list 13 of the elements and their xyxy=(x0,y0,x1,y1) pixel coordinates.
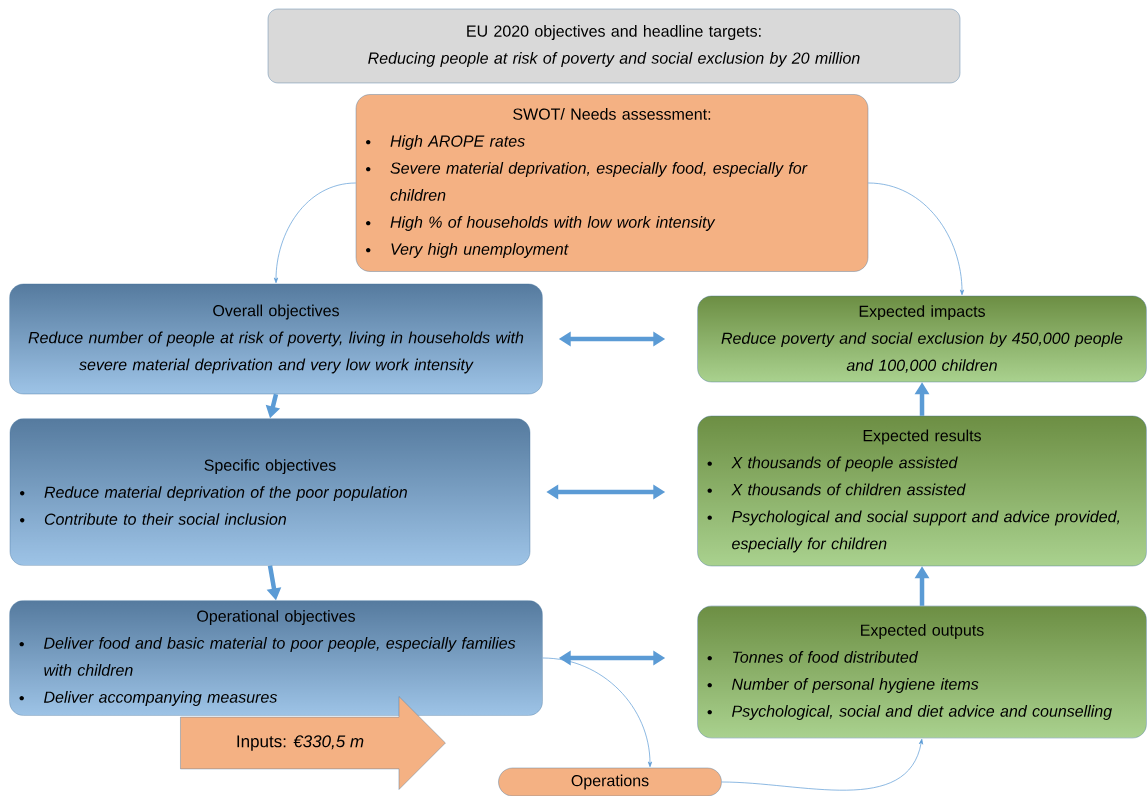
arrow xyxy=(721,738,924,791)
objective-box: Operational objectives Deliver food and basic material to poor people, especially families with children Deliver accompanying measures xyxy=(9,600,543,716)
objective-box: Overall objectives Reduce number of people at risk of poverty, living in households with severe material deprivation and very low work intensity xyxy=(9,283,543,395)
assessment-box: SWOT/ Needs assessment: High AROPE rates Severe material deprivation, especially food, especially for children High % of households with low work intensity Very high unemployment xyxy=(355,94,869,272)
output-box: Expected outputs Tonnes of food distributed Number of personal hygiene items Psychological, social and diet advice and counselling xyxy=(697,605,1147,739)
result-box: Expected results X thousands of people assisted X thousands of children assisted Psychological and social support and advice provided, especially for children xyxy=(697,415,1147,567)
operations-box: Operations xyxy=(498,767,722,796)
impact-box: Expected impacts Reduce poverty and social exclusion by 450,000 people and 100,000 children xyxy=(697,295,1147,383)
arrow xyxy=(867,182,965,296)
arrow xyxy=(542,657,653,768)
arrow xyxy=(273,182,357,284)
title-box: EU 2020 objectives and headline targets: Reducing people at risk of poverty and social exclusion by 20 million xyxy=(267,8,961,84)
objective-box: Specific objectives Reduce material deprivation of the poor population Contribute to their social inclusion xyxy=(9,418,531,566)
